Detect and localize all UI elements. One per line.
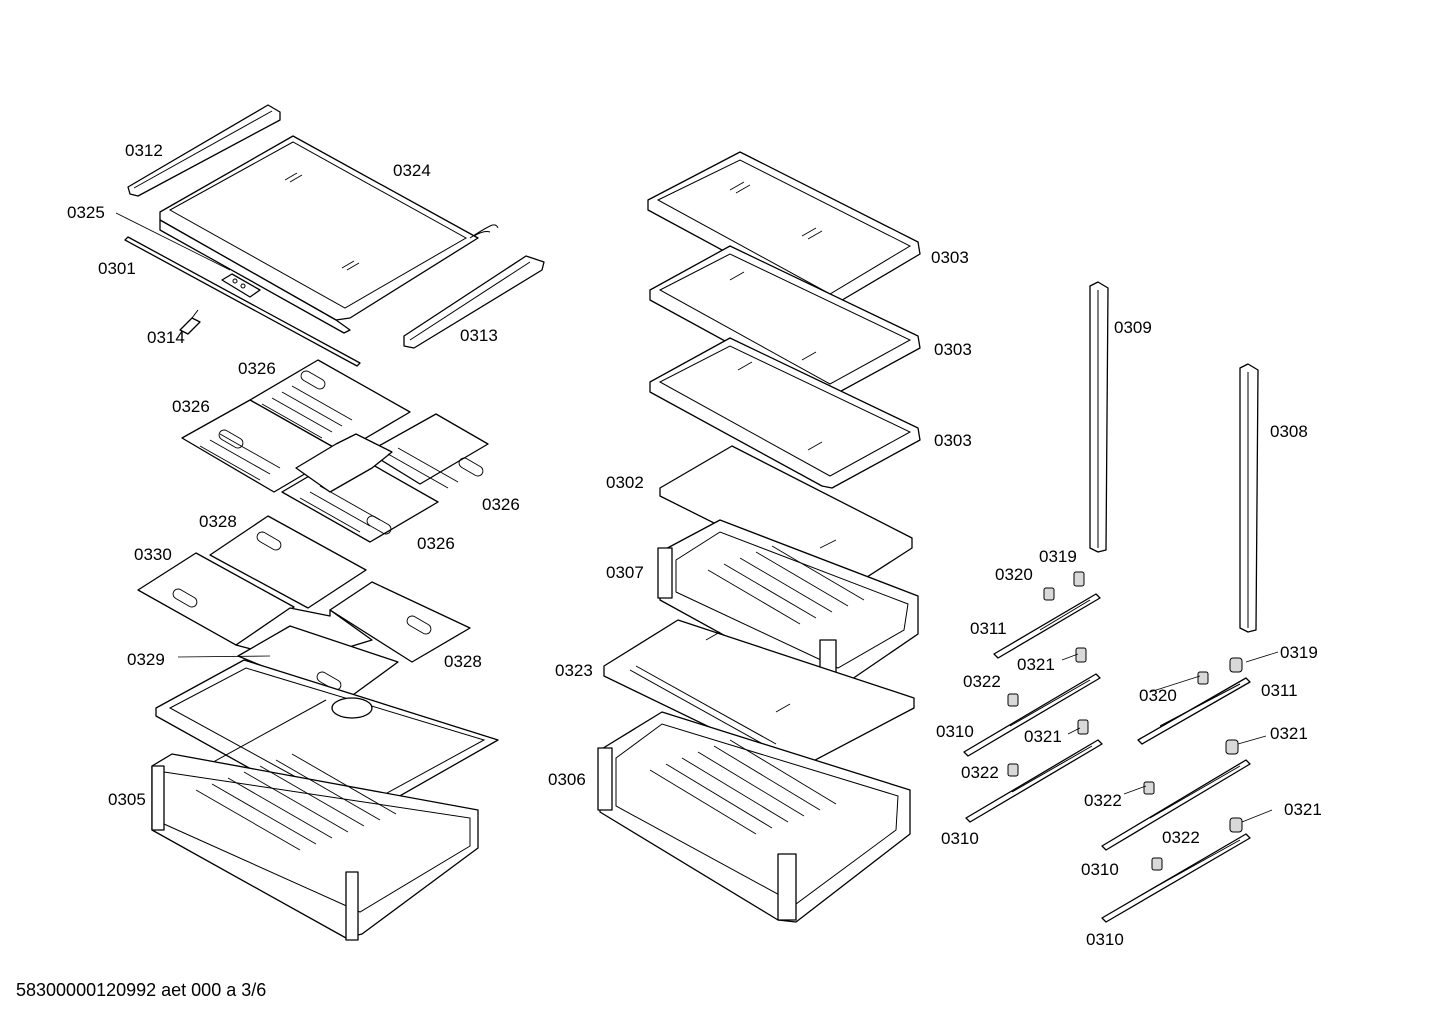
label-0322: 0322 (961, 763, 999, 782)
part-0308-vertical-rail (1239, 363, 1259, 633)
label-0310: 0310 (1081, 860, 1119, 879)
part-0310-slide-rail-right-lower (1101, 833, 1251, 923)
label-0312: 0312 (125, 141, 163, 160)
part-0311-slide-rail-right (1137, 677, 1251, 745)
label-0306: 0306 (548, 770, 586, 789)
part-0306-drawer (597, 711, 911, 923)
label-0322: 0322 (963, 672, 1001, 691)
label-0310: 0310 (936, 722, 974, 741)
part-0324-glass-shelf (159, 135, 499, 334)
label-0301: 0301 (98, 259, 136, 278)
part-0312-trim-strip (127, 104, 281, 197)
part-0303-glass-shelf-2 (649, 245, 921, 397)
label-0328: 0328 (199, 512, 237, 531)
label-0305: 0305 (108, 790, 146, 809)
part-0313-trim-strip (403, 255, 545, 349)
label-0326: 0326 (172, 397, 210, 416)
part-0323-glass-cover (603, 619, 915, 769)
part-0302-glass-cover (659, 445, 913, 589)
document-footer-code: 58300000120992 aet 000 a 3/6 (16, 980, 267, 1000)
label-0326: 0326 (238, 359, 276, 378)
label-0319: 0319 (1039, 547, 1077, 566)
part-0307-drawer (657, 519, 919, 691)
label-0326: 0326 (482, 495, 520, 514)
label-0326: 0326 (417, 534, 455, 553)
part-0324-control-panel (221, 273, 261, 298)
label-0303: 0303 (934, 340, 972, 359)
label-0320: 0320 (1139, 686, 1177, 705)
leader-lines (115, 212, 1279, 823)
label-0308: 0308 (1270, 422, 1308, 441)
label-0319: 0319 (1280, 643, 1318, 662)
label-0313: 0313 (460, 326, 498, 345)
label-0321: 0321 (1284, 800, 1322, 819)
label-0324: 0324 (393, 161, 431, 180)
part-0303-glass-shelf-3 (649, 337, 921, 489)
label-0307: 0307 (606, 563, 644, 582)
part-0310-slide-rail-left-upper (963, 673, 1101, 757)
part-0303-glass-shelf-1 (647, 151, 921, 307)
label-0309: 0309 (1114, 318, 1152, 337)
part-clips-left-group (1007, 571, 1089, 777)
label-0322: 0322 (1162, 828, 1200, 847)
label-0325: 0325 (67, 203, 105, 222)
label-0320: 0320 (995, 565, 1033, 584)
label-0302: 0302 (606, 473, 644, 492)
part-0305-crisper-drawer (151, 659, 499, 941)
part-0301-rod (124, 236, 361, 367)
part-0311-slide-rail-left (993, 593, 1101, 659)
label-0321: 0321 (1024, 727, 1062, 746)
label-0314: 0314 (147, 328, 185, 347)
label-0310: 0310 (941, 829, 979, 848)
label-0329: 0329 (127, 650, 165, 669)
part-0309-vertical-rail (1089, 281, 1109, 553)
label-0311: 0311 (970, 619, 1007, 638)
label-0321: 0321 (1017, 655, 1055, 674)
label-0322: 0322 (1084, 791, 1122, 810)
part-0314-lamp (179, 309, 201, 335)
part-labels: 0312 0324 0325 0301 0314 0313 0326 0326 … (67, 141, 1322, 949)
label-0321: 0321 (1270, 724, 1308, 743)
label-0311: 0311 (1261, 681, 1298, 700)
label-0323: 0323 (555, 661, 593, 680)
label-0328: 0328 (444, 652, 482, 671)
part-0326-perforated-covers (181, 359, 489, 543)
label-0310: 0310 (1086, 930, 1124, 949)
part-0310-slide-rail-right-upper (1101, 759, 1251, 851)
part-clips-right-group (1143, 657, 1243, 871)
label-0330: 0330 (134, 545, 172, 564)
label-0303: 0303 (934, 431, 972, 450)
label-0303: 0303 (931, 248, 969, 267)
part-0310-slide-rail-left-lower (965, 739, 1103, 823)
part-0330-0328-0329-sheets (137, 515, 471, 701)
